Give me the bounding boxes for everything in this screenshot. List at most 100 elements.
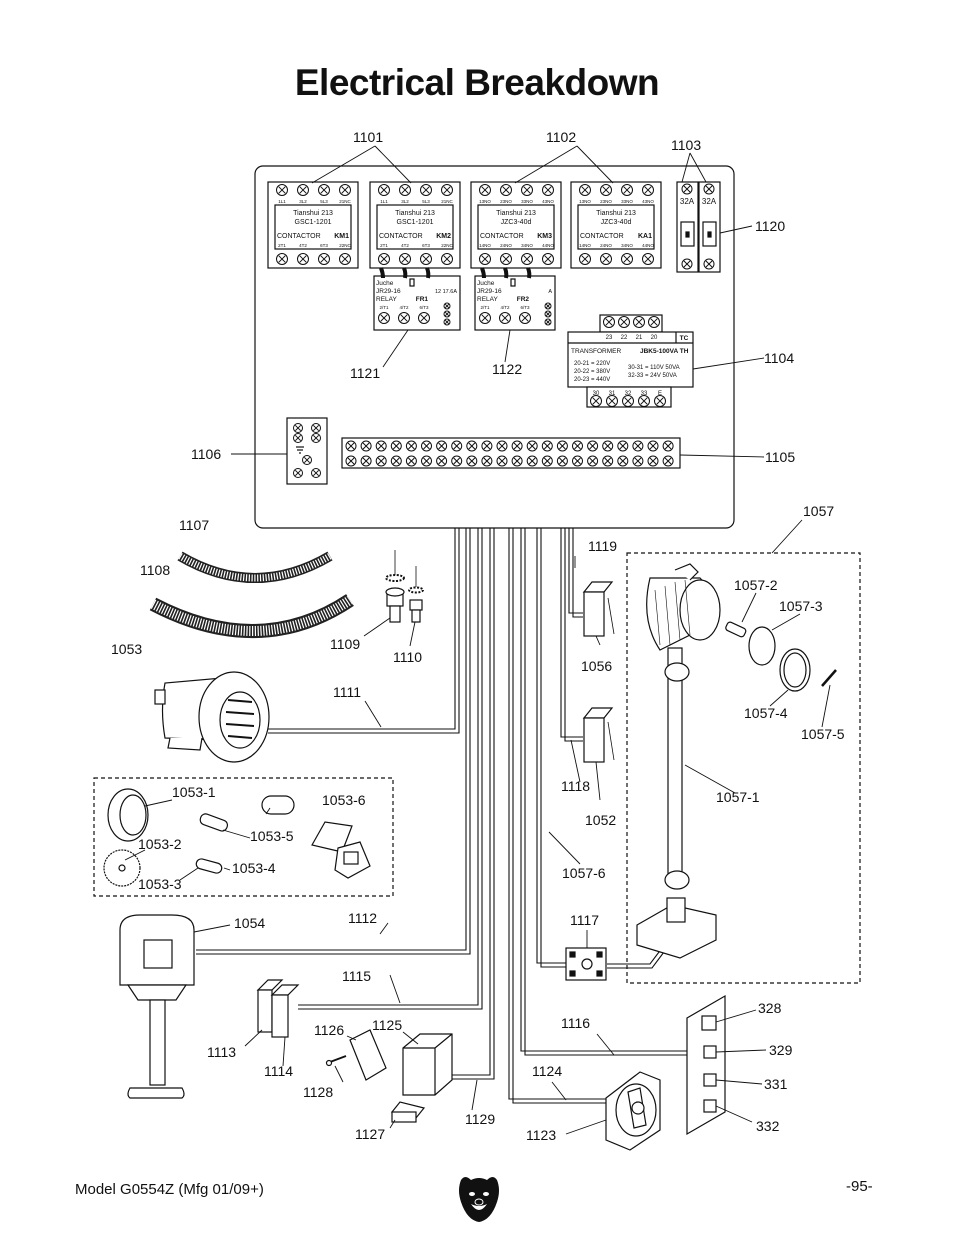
contactor_ka1-top-screw xyxy=(642,184,654,196)
km3-model: JZC3-40d xyxy=(501,219,532,226)
contactor_km1-top-terminal-label: 5L3 xyxy=(320,199,328,204)
breaker-screw xyxy=(703,258,715,270)
transformer-top-screw xyxy=(648,316,660,328)
contactor_ka1-top-screw xyxy=(600,184,612,196)
terminal-strip-screw xyxy=(541,455,553,467)
terminal-strip-screw xyxy=(375,455,387,467)
relay_fr2-screw xyxy=(519,312,531,324)
contactor_ka1-bottom-terminal-label: 34NO xyxy=(621,243,633,248)
transformer-bottom-terminal-label: 33 xyxy=(641,391,648,397)
part-label-1053-5: 1053-5 xyxy=(250,828,294,844)
part-label-1053-3: 1053-3 xyxy=(138,876,182,892)
part-label-1121: 1121 xyxy=(350,365,380,381)
transformer-tc xyxy=(567,314,694,408)
bulb-1057-2 xyxy=(725,621,747,638)
contactor_km2-top-terminal-label: 3L2 xyxy=(401,199,409,204)
transformer-bottom-screw xyxy=(606,395,618,407)
ground-block-screw xyxy=(293,433,303,443)
km1-model: GSC1-1201 xyxy=(295,219,332,226)
part-label-1108: 1108 xyxy=(140,562,170,578)
transformer-model: JBK5-100VA TH xyxy=(640,348,689,355)
junction-box-1117 xyxy=(565,930,607,981)
contactor_km2-top-screw xyxy=(399,184,411,196)
terminal-strip-screw xyxy=(556,455,568,467)
breaker-screw xyxy=(681,183,693,195)
part-label-1052: 1052 xyxy=(585,812,616,828)
ka1-tag: KA1 xyxy=(638,233,652,240)
contactor_km2-bottom-terminal-label: 2T1 xyxy=(380,243,388,248)
terminal-strip-screw xyxy=(421,440,432,452)
contactor_km3-bottom-screw xyxy=(500,253,512,265)
terminal-strip-screw xyxy=(405,455,417,467)
part-label-1112: 1112 xyxy=(348,910,377,926)
contactor_km2-top-terminal-label: 21NC xyxy=(441,199,453,204)
part-label-1126: 1126 xyxy=(314,1022,344,1038)
contactor_km1-bottom-terminal-label: 22NC xyxy=(339,243,351,248)
capacitor-1053-6 xyxy=(261,795,295,815)
part-label-1054: 1054 xyxy=(234,915,265,931)
work-lamp-box xyxy=(626,552,861,984)
model-footer: Model G0554Z (Mfg 01/09+) xyxy=(75,1181,264,1198)
part-label-1057-6: 1057-6 xyxy=(562,865,606,881)
transformer-left-2: 20-22 = 380V xyxy=(574,369,610,375)
part-label-1056: 1056 xyxy=(581,658,612,674)
relay_fr1-screw xyxy=(418,312,430,324)
part-label-1113: 1113 xyxy=(207,1044,236,1060)
relay_fr2-terminal-label: 2/T1 xyxy=(480,305,490,310)
part-label-1122: 1122 xyxy=(492,361,522,377)
fan-cover-1053-1 xyxy=(107,788,149,842)
transformer-top-screw xyxy=(618,316,630,328)
part-label-1128: 1128 xyxy=(303,1084,333,1100)
terminal-strip-screw xyxy=(466,440,478,452)
contactor_km1-bottom-screw xyxy=(297,253,309,265)
contactor_km2-bottom-terminal-label: 6T3 xyxy=(422,243,430,248)
contactor_ka1-top-screw xyxy=(621,184,633,196)
rotary-switch-1123 xyxy=(565,1071,661,1151)
contactor_km1-bottom-terminal-label: 4T2 xyxy=(299,243,307,248)
transformer-top-screw xyxy=(633,316,645,328)
terminal-strip-screw xyxy=(375,440,387,452)
part-label-1053: 1053 xyxy=(111,641,142,657)
contactor_km3-bottom-terminal-label: 24NO xyxy=(500,243,512,248)
terminal-strip-screw xyxy=(602,455,614,467)
control-panel-plate xyxy=(686,994,726,1136)
terminal-strip-screw xyxy=(421,455,432,467)
km3-type: CONTACTOR xyxy=(480,233,524,240)
part-label-1106: 1106 xyxy=(191,446,221,462)
contactor_km2-bottom-terminal-label: 4T2 xyxy=(401,243,409,248)
transformer-top-terminal-label: 21 xyxy=(636,335,643,341)
part-label-1115: 1115 xyxy=(342,968,371,984)
switch-1114 xyxy=(270,984,300,1038)
breaker-2-rating: 32A xyxy=(702,197,717,206)
contactor_km1-bottom-terminal-label: 2T1 xyxy=(278,243,286,248)
part-label-1125: 1125 xyxy=(372,1017,402,1033)
relay_fr2-aux-screw xyxy=(544,310,552,318)
part-label-329: 329 xyxy=(769,1042,793,1058)
contactor_km1-top-screw xyxy=(318,184,330,196)
terminal-strip-screw xyxy=(556,440,568,452)
contactor_km3-top-terminal-label: 23NO xyxy=(500,199,512,204)
transformer-bottom-terminal-label: E xyxy=(658,391,662,397)
terminal-strip-screw xyxy=(466,455,478,467)
terminal-strip-screw xyxy=(572,455,583,467)
part-label-1109: 1109 xyxy=(330,636,360,652)
part-label-1057-5: 1057-5 xyxy=(801,726,845,742)
fr2-type: RELAY xyxy=(477,296,498,303)
part-label-1124: 1124 xyxy=(532,1063,562,1079)
contactor_km3-top-terminal-label: 13NO xyxy=(479,199,491,204)
part-label-1127: 1127 xyxy=(355,1126,385,1142)
relay-leads xyxy=(379,267,532,279)
part-label-1120: 1120 xyxy=(755,218,785,234)
contactor_ka1-top-screw xyxy=(579,184,591,196)
relay_fr1-aux-screw xyxy=(443,310,451,318)
fr2-scale: A xyxy=(548,289,552,295)
ground-block-screw xyxy=(311,423,321,433)
contactor_ka1-bottom-screw xyxy=(621,253,633,265)
terminal-screws xyxy=(276,183,715,478)
relay_fr2-terminal-label: 4/T2 xyxy=(500,305,510,310)
fr1-type: RELAY xyxy=(376,296,397,303)
fr1-scale: 12 17.6A xyxy=(435,289,457,295)
km3-tag: KM3 xyxy=(537,233,552,240)
contactor_ka1-top-terminal-label: 33NO xyxy=(621,199,633,204)
